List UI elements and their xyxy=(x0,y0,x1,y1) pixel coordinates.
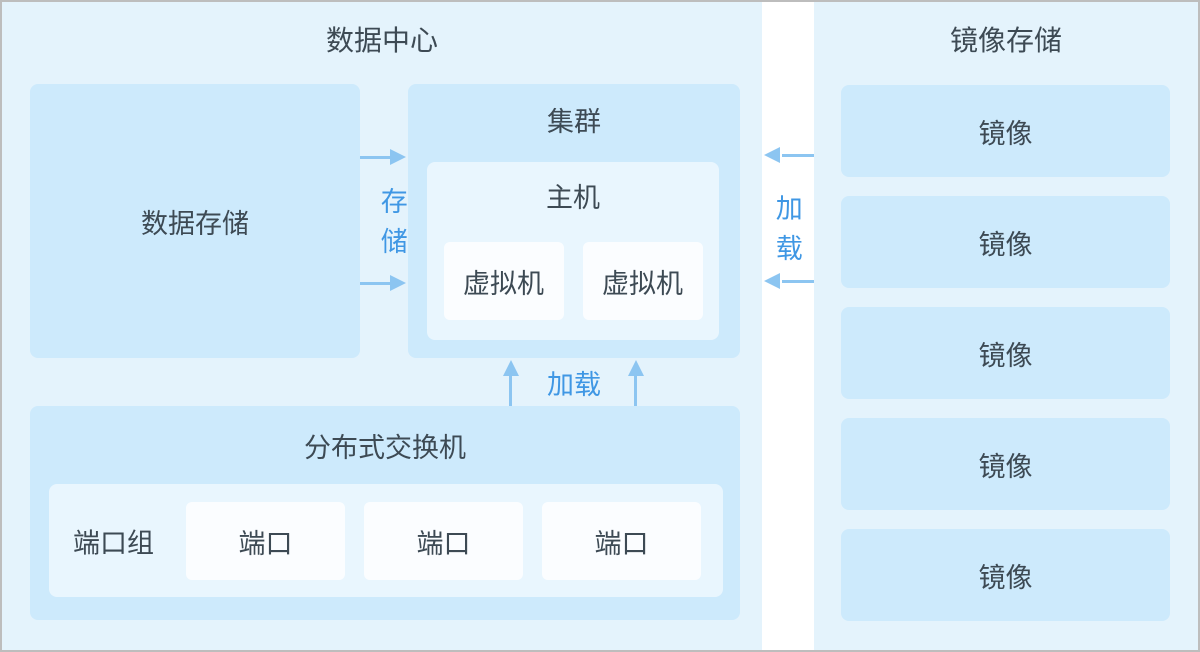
image-storage-panel: 镜像存储 镜像 镜像 镜像 镜像 镜像 xyxy=(814,2,1198,650)
host-title: 主机 xyxy=(546,183,600,213)
image-label: 镜像 xyxy=(978,562,1033,593)
port-label: 端口 xyxy=(594,528,649,559)
vm-label: 虚拟机 xyxy=(463,268,544,299)
port-box: 端口 xyxy=(186,502,345,580)
image-box: 镜像 xyxy=(841,307,1170,399)
data-storage-box: 数据存储 xyxy=(30,84,360,358)
port-box: 端口 xyxy=(364,502,523,580)
image-box: 镜像 xyxy=(841,418,1170,510)
datacenter-title: 数据中心 xyxy=(325,25,438,56)
vm-box: 虚拟机 xyxy=(443,242,564,320)
port-box: 端口 xyxy=(542,502,701,580)
datacenter-panel: 数据中心 数据存储 集群 主机 虚拟机 虚拟机 存储 xyxy=(2,2,762,650)
load-flow-label: 加载 xyxy=(547,370,601,400)
switch-title: 分布式交换机 xyxy=(304,433,466,463)
image-box: 镜像 xyxy=(841,529,1170,621)
data-storage-label: 数据存储 xyxy=(141,208,249,239)
image-box: 镜像 xyxy=(841,196,1170,288)
cluster-box: 集群 主机 虚拟机 虚拟机 xyxy=(408,84,740,358)
port-group-label: 端口组 xyxy=(73,528,154,558)
vm-row: 虚拟机 虚拟机 xyxy=(427,242,719,320)
image-label: 镜像 xyxy=(978,340,1033,371)
image-list: 镜像 镜像 镜像 镜像 镜像 xyxy=(841,85,1170,621)
image-label: 镜像 xyxy=(978,451,1033,482)
storage-flow-label: 存储 xyxy=(376,187,407,267)
image-box: 镜像 xyxy=(841,85,1170,177)
host-box: 主机 虚拟机 虚拟机 xyxy=(427,162,719,340)
vm-box: 虚拟机 xyxy=(582,242,703,320)
switch-box: 分布式交换机 端口组 端口 端口 端口 xyxy=(30,406,740,620)
cluster-title: 集群 xyxy=(547,107,601,137)
image-label: 镜像 xyxy=(978,118,1033,149)
image-label: 镜像 xyxy=(978,229,1033,260)
port-label: 端口 xyxy=(238,528,293,559)
image-load-flow-label: 加载 xyxy=(771,194,802,274)
port-group-box: 端口组 端口 端口 端口 xyxy=(49,484,723,597)
port-label: 端口 xyxy=(416,528,471,559)
vm-label: 虚拟机 xyxy=(602,268,683,299)
image-storage-title: 镜像存储 xyxy=(949,25,1062,56)
